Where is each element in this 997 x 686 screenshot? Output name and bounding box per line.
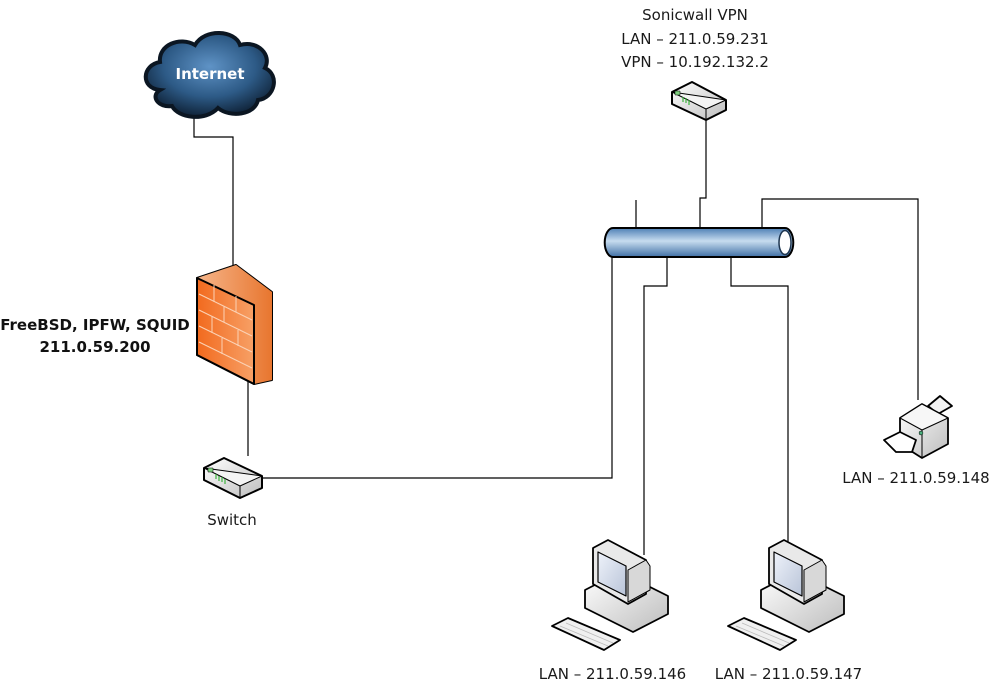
connections bbox=[193, 118, 919, 555]
pc1-label: LAN – 211.0.59.146 bbox=[538, 665, 687, 683]
printer-icon[interactable] bbox=[883, 395, 953, 459]
edge-internet-firewall bbox=[193, 118, 234, 270]
edge-vpn-backbone bbox=[699, 118, 707, 229]
internet-cloud-icon[interactable] bbox=[143, 31, 276, 119]
internet-label: Internet bbox=[175, 65, 245, 83]
pc2-label: LAN – 211.0.59.147 bbox=[714, 665, 863, 683]
workstation-2-icon[interactable] bbox=[727, 539, 845, 651]
printer-label: LAN – 211.0.59.148 bbox=[842, 469, 990, 487]
edge-backbone-pc2 bbox=[730, 257, 789, 545]
firewall-label-line2: 211.0.59.200 bbox=[39, 338, 151, 356]
edge-backbone-pc1 bbox=[643, 257, 668, 555]
firewall-icon[interactable] bbox=[196, 264, 273, 385]
ethernet-backbone-icon[interactable] bbox=[603, 227, 795, 258]
switch-label: Switch bbox=[207, 511, 257, 529]
switch-icon[interactable] bbox=[203, 457, 263, 499]
workstation-1-icon[interactable] bbox=[551, 539, 669, 651]
vpn-router-icon[interactable] bbox=[671, 81, 727, 121]
edge-switch-backbone bbox=[262, 257, 613, 479]
firewall-label-line1: FreeBSD, IPFW, SQUID bbox=[0, 316, 190, 334]
edge-backbone-printer bbox=[761, 198, 919, 400]
vpn-label-line1: Sonicwall VPN bbox=[642, 6, 748, 24]
vpn-label-line3: VPN – 10.192.132.2 bbox=[621, 53, 769, 71]
vpn-label-line2: LAN – 211.0.59.231 bbox=[621, 30, 769, 48]
